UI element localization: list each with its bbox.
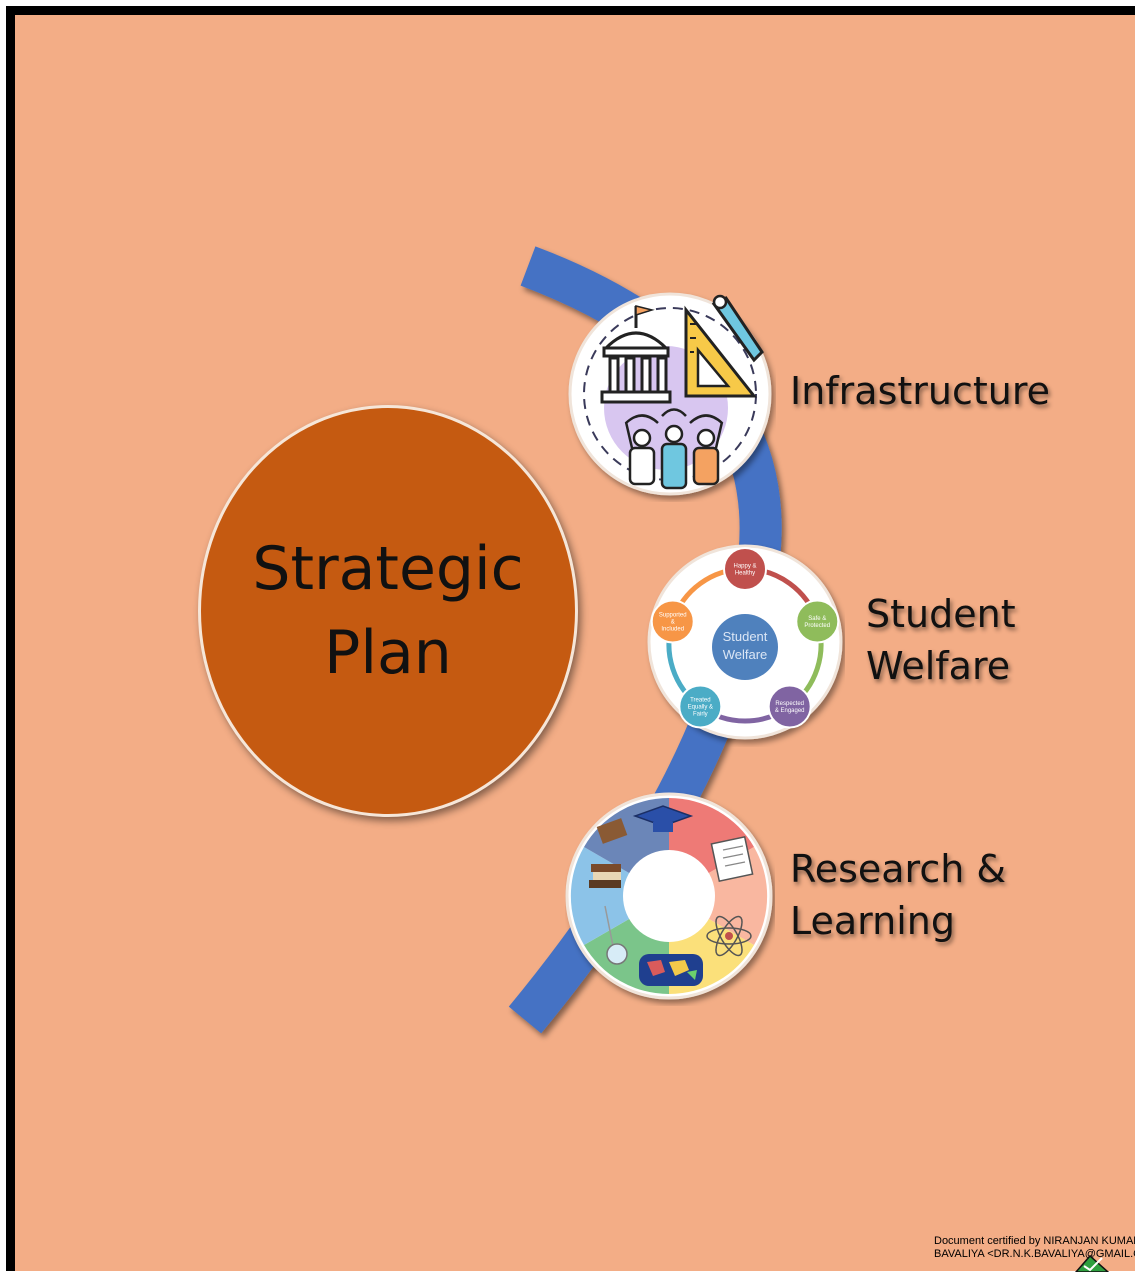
certification-line1: Document certified by NIRANJAN KUMAR [934, 1235, 1135, 1247]
welfare-satellite-label: Protected [804, 623, 830, 629]
welfare-satellite-label: Respected [775, 701, 804, 707]
student-welfare-label-line2: Welfare [866, 644, 1011, 688]
welfare-satellite-label: Safe & [808, 616, 826, 622]
welfare-satellite-label: & Engaged [775, 708, 805, 714]
people-icon [624, 408, 724, 490]
infrastructure-label: Infrastructure [790, 365, 1050, 417]
welfare-satellite [767, 684, 812, 729]
welfare-satellite-label: Supported [659, 613, 687, 619]
research-learning-label-line1: Research & [790, 847, 1007, 891]
research-learning-label-line2: Learning [790, 899, 955, 943]
books-icon [589, 818, 628, 888]
welfare-satellite-label: Happy & [733, 564, 756, 570]
welfare-satellite-label: & [671, 620, 675, 626]
student-welfare-label-line1: Student [866, 592, 1016, 636]
welfare-satellite-label: Healthy [735, 571, 755, 577]
welfare-satellite [723, 547, 767, 591]
graduation-cap-icon [632, 805, 694, 832]
welfare-satellite [678, 684, 723, 729]
world-map-icon [639, 954, 703, 986]
research-learning-icon [565, 792, 773, 1000]
signature-check-icon [1075, 1254, 1110, 1272]
welfare-satellite-label: Included [661, 627, 684, 633]
welfare-hub [712, 614, 778, 680]
welfare-satellite [795, 599, 840, 644]
set-square-icon [684, 305, 758, 398]
atom-icon [706, 915, 752, 957]
welfare-satellite [650, 599, 695, 644]
center-title: Strategic Plan [252, 527, 523, 695]
student-welfare-label: Student Welfare [866, 588, 1016, 692]
research-center-hole [623, 850, 715, 942]
strategic-plan-circle: Strategic Plan [198, 405, 578, 817]
flask-icon [604, 905, 628, 965]
welfare-hub-line2: Welfare [723, 647, 768, 662]
research-learning-label: Research & Learning [790, 843, 1006, 947]
infrastructure-label-line1: Infrastructure [790, 369, 1051, 413]
center-title-line2: Plan [324, 618, 452, 688]
pen-icon [711, 294, 764, 363]
welfare-satellite-label: Equally & [688, 704, 713, 710]
center-title-line1: Strategic [252, 534, 524, 604]
infrastructure-icon [568, 292, 772, 496]
welfare-satellite-label: Fairly [693, 711, 708, 717]
welfare-satellite-label: Treated [690, 697, 710, 703]
welfare-hub-line1: Student [723, 629, 768, 644]
building-icon [600, 305, 672, 404]
certification-text: Document certified by NIRANJAN KUMAR BAV… [934, 1235, 1135, 1261]
notebook-icon [710, 835, 754, 883]
certification-line2: BAVALIYA <DR.N.K.BAVALIYA@GMAIL.COM> [934, 1248, 1135, 1260]
